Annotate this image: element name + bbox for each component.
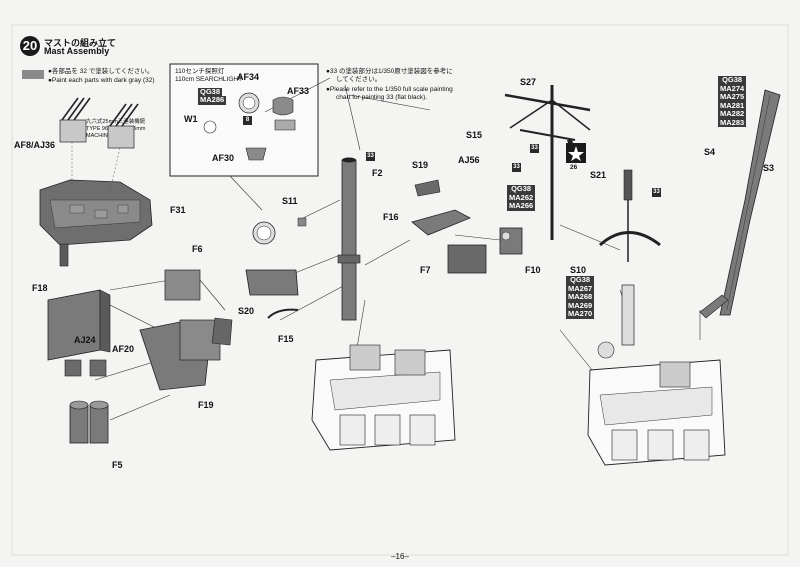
code-s10-5: MA270 bbox=[566, 309, 595, 319]
code-s3-5: MA282 bbox=[718, 109, 747, 119]
bridge-structure-f19 bbox=[47, 269, 233, 391]
mg-label-en2: MACHINE-GUN bbox=[86, 133, 126, 139]
part-s4: S4 bbox=[704, 147, 716, 157]
triple-aa-guns bbox=[59, 97, 139, 191]
step-title-en: Mast Assembly bbox=[44, 46, 110, 56]
mg-label-jp: 九六式25mm三連装機銃 bbox=[86, 119, 146, 125]
painting-note-line2: してください。 bbox=[336, 76, 382, 83]
part-f31: F31 bbox=[170, 205, 186, 215]
part-aj56: AJ56 bbox=[458, 155, 480, 165]
page-number: –16– bbox=[391, 552, 409, 561]
deck-structure-f31 bbox=[39, 179, 153, 267]
code-s10-3: MA268 bbox=[566, 292, 595, 302]
paint-swatch bbox=[22, 70, 44, 79]
step-number-badge: 20 bbox=[20, 36, 40, 56]
paint-note-jp: ●各部品を 32 で塗装してください。 bbox=[48, 68, 154, 75]
part-f2: F2 bbox=[372, 168, 383, 178]
part-f19: F19 bbox=[198, 400, 214, 410]
code-s10-2: MA267 bbox=[566, 283, 595, 293]
part-f10: F10 bbox=[525, 265, 541, 275]
part-s15: S15 bbox=[466, 130, 483, 140]
part-s21: S21 bbox=[590, 170, 607, 180]
code-s10-1: QG38 bbox=[566, 275, 595, 285]
code-mast-3: MA266 bbox=[507, 201, 536, 211]
searchlight-code-1: QG38 bbox=[198, 87, 223, 97]
code-mast-1: QG38 bbox=[507, 184, 536, 194]
part-s11: S11 bbox=[282, 196, 298, 206]
paint-note-en: ●Paint each parts with dark gray (32) bbox=[48, 77, 155, 84]
superstructure-center bbox=[311, 344, 456, 451]
searchlight-badge: 8 bbox=[243, 116, 252, 125]
superstructure-right bbox=[587, 359, 726, 466]
part-af20: AF20 bbox=[112, 344, 135, 354]
part-s3: S3 bbox=[763, 163, 775, 173]
color-badge-33-c: 33 bbox=[512, 163, 521, 172]
searchlight-s20 bbox=[245, 217, 307, 319]
code-block-mast: QG38 MA262 MA266 bbox=[507, 184, 536, 211]
part-s19: S19 bbox=[412, 160, 429, 170]
code-s10-4: MA269 bbox=[566, 300, 595, 310]
color-badge-33-d: 33 bbox=[652, 188, 661, 197]
part-af30: AF30 bbox=[212, 153, 235, 163]
color-badge-26: 26 bbox=[570, 164, 578, 171]
code-mast-2: MA262 bbox=[507, 192, 536, 202]
part-f5: F5 bbox=[112, 460, 123, 470]
code-s3-4: MA281 bbox=[718, 100, 747, 110]
code-s3-6: MA283 bbox=[718, 117, 747, 127]
searchlight-parts bbox=[203, 92, 296, 161]
part-s10: S10 bbox=[570, 265, 587, 275]
painting-note-line4: chart for painting 33 (flat black). bbox=[336, 94, 428, 101]
part-af34: AF34 bbox=[237, 72, 260, 82]
painting-note-line3: ●Please refer to the 1/350 full scale pa… bbox=[326, 86, 453, 93]
mast-s21 bbox=[597, 169, 661, 359]
step-title-jp: マストの組み立て bbox=[44, 38, 117, 48]
part-f7: F7 bbox=[420, 265, 431, 275]
code-s3-3: MA275 bbox=[718, 92, 747, 102]
part-af8-aj36: AF8/AJ36 bbox=[14, 140, 56, 150]
part-af33: AF33 bbox=[287, 86, 310, 96]
part-f6: F6 bbox=[192, 244, 203, 254]
searchlight-code-2: MA286 bbox=[198, 95, 227, 105]
part-w1: W1 bbox=[184, 114, 198, 124]
searchlight-label-en: 110cm SEARCHLIGHT bbox=[175, 76, 243, 83]
part-aj24: AJ24 bbox=[74, 335, 96, 345]
part-f16: F16 bbox=[383, 212, 399, 222]
painting-note-line1: ●33 の塗装部分は1/350原寸塗装図を参考に bbox=[326, 68, 453, 75]
code-s3-1: QG38 bbox=[718, 75, 747, 85]
code-block-s3: QG38 MA274 MA275 MA281 MA282 MA283 bbox=[718, 75, 747, 127]
part-f18: F18 bbox=[32, 283, 48, 293]
part-s20: S20 bbox=[238, 306, 255, 316]
platform-f16 bbox=[411, 179, 523, 274]
tripod-leg-s3 bbox=[699, 89, 781, 319]
star-emblem bbox=[566, 143, 586, 163]
code-block-s10: QG38 MA267 MA268 MA269 MA270 bbox=[566, 275, 595, 319]
part-s27: S27 bbox=[520, 77, 537, 87]
mast-s27 bbox=[504, 85, 591, 240]
code-s3-2: MA274 bbox=[718, 83, 747, 93]
mast-f2 bbox=[337, 157, 361, 321]
color-badge-33-b: 33 bbox=[530, 144, 539, 153]
searchlight-label-jp: 110センチ探照灯 bbox=[175, 68, 225, 75]
part-f5 bbox=[64, 359, 109, 444]
part-f15: F15 bbox=[278, 334, 294, 344]
color-badge-33-a: 33 bbox=[366, 152, 375, 161]
